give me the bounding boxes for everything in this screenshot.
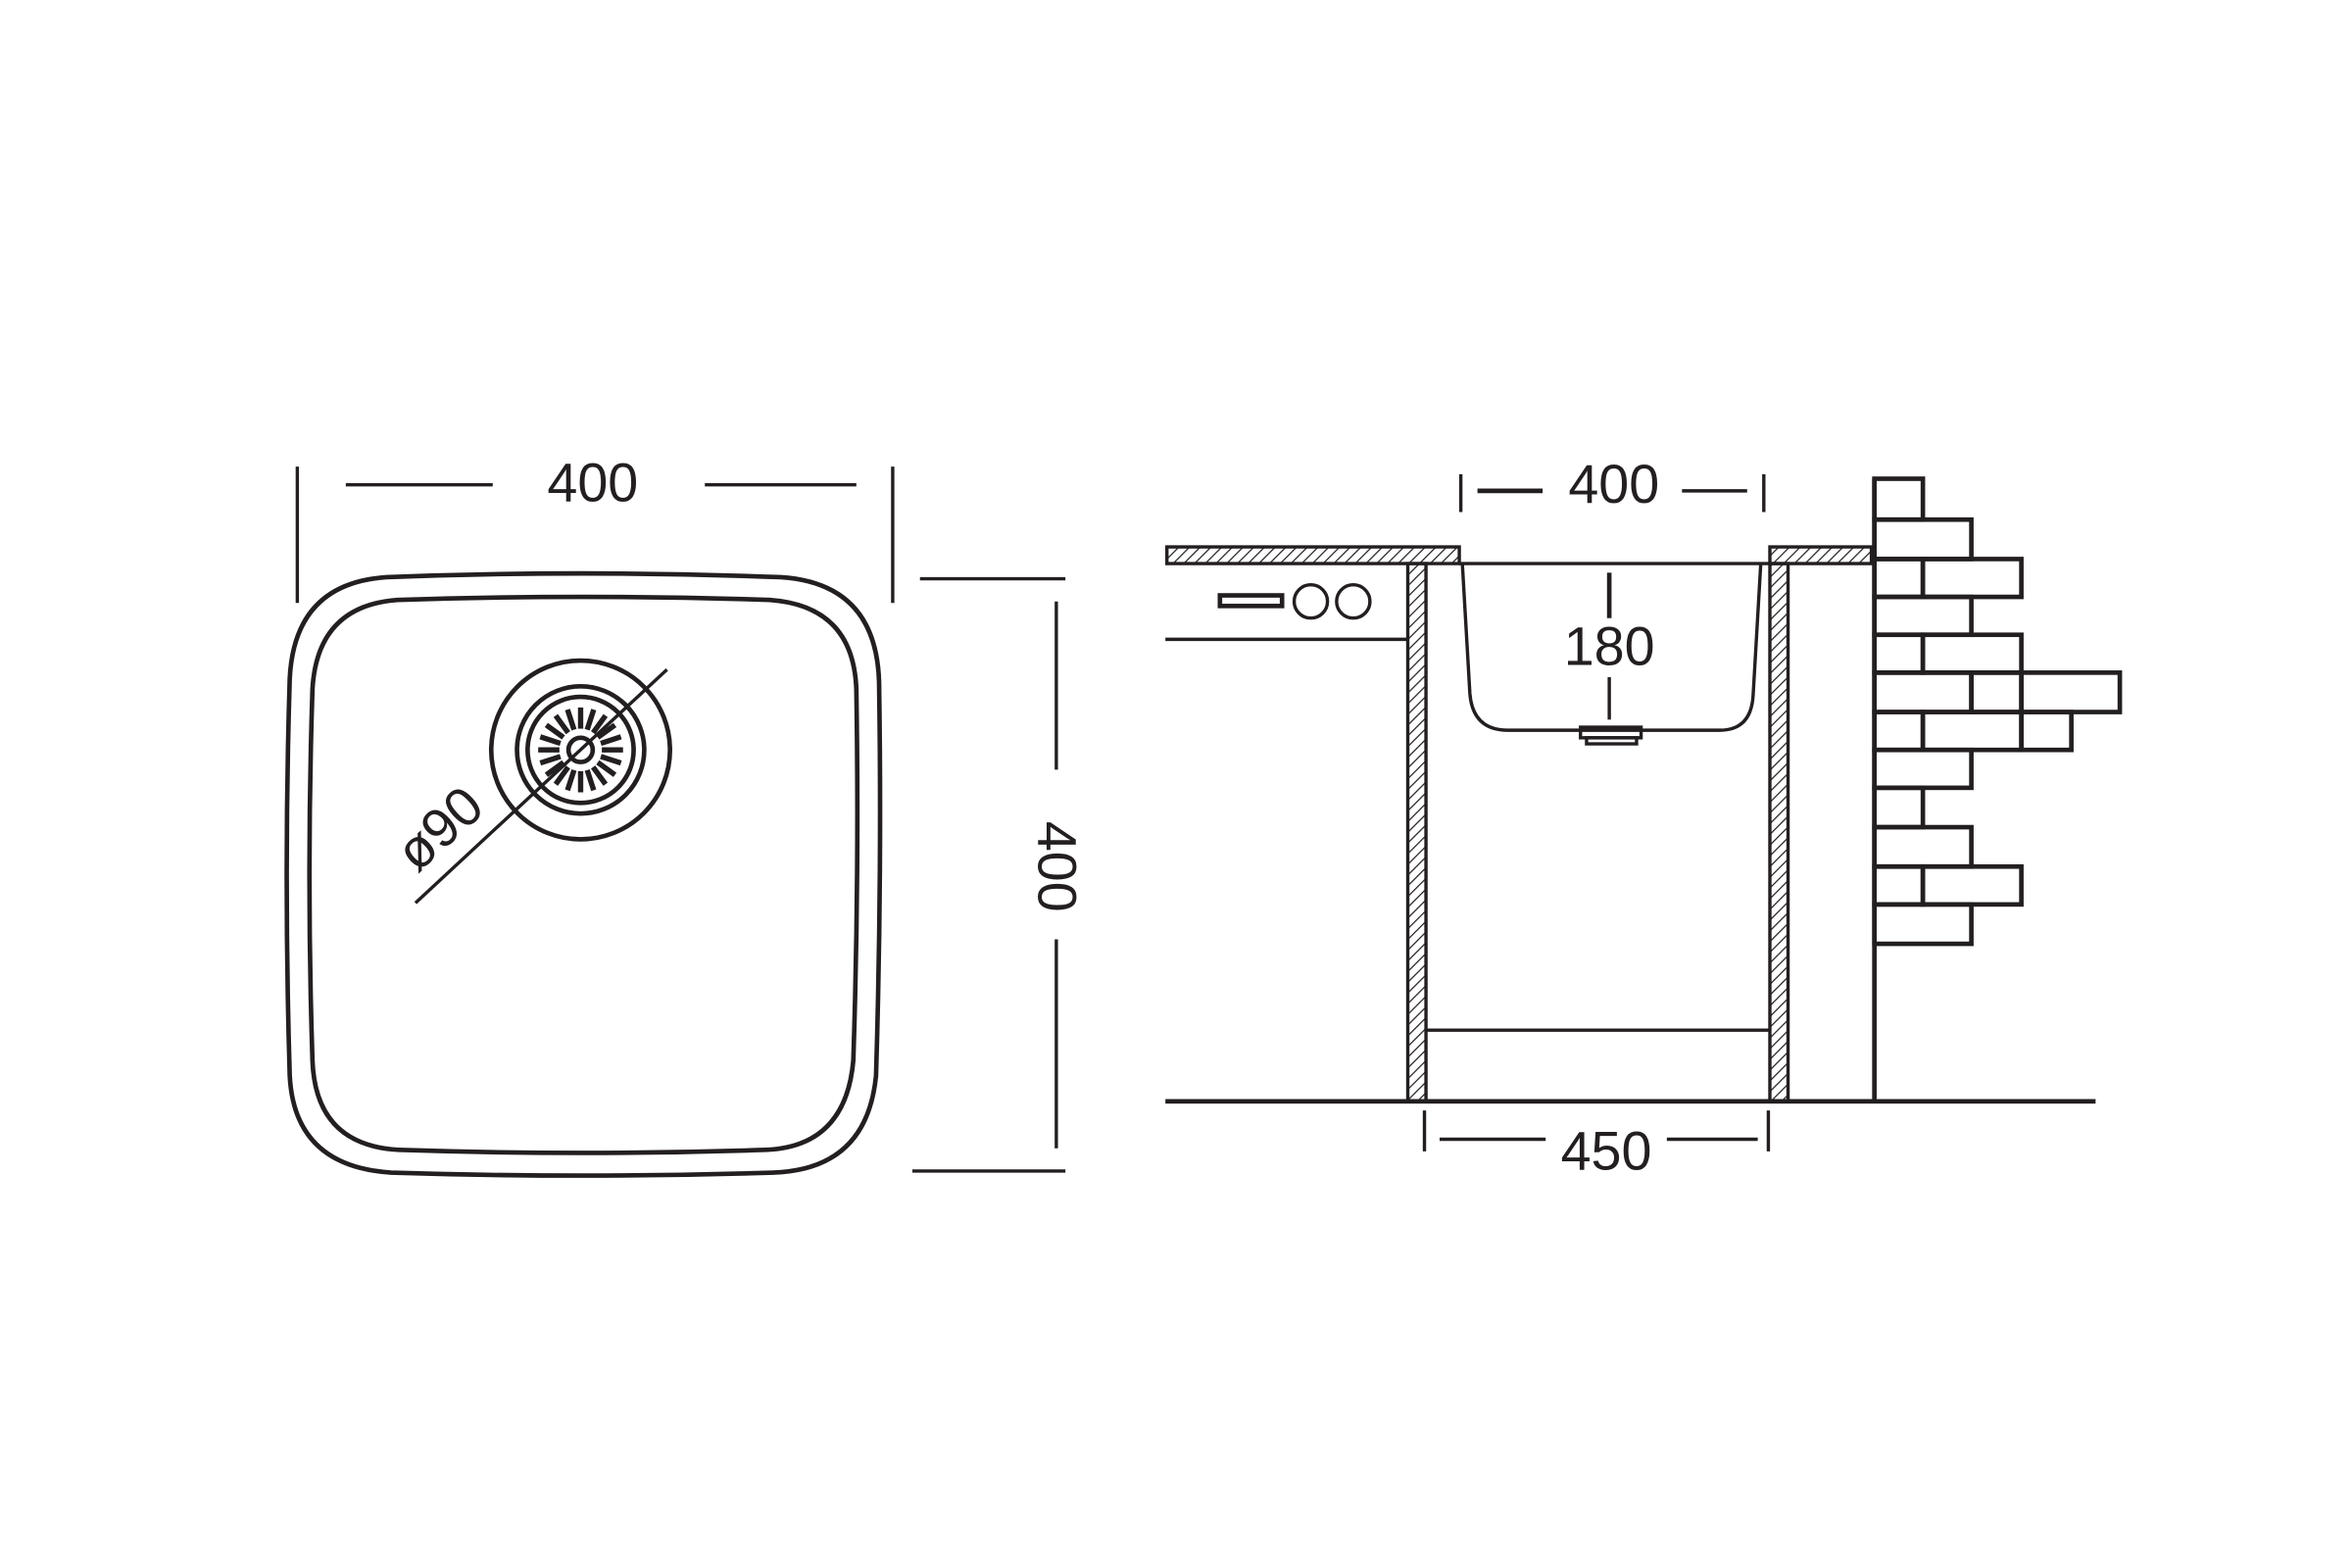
- brick: [2019, 710, 2074, 753]
- brick: [1872, 710, 1926, 753]
- cabinet-width-dimension: 450: [1422, 1110, 1771, 1181]
- strainer-slot: [544, 722, 565, 740]
- strainer-slot: [600, 734, 622, 747]
- knob-icon: [1292, 583, 1330, 620]
- cabinet-width-label: 450: [1561, 1120, 1652, 1181]
- brick: [1872, 863, 1926, 907]
- drain-diameter-label: ø90: [384, 774, 495, 882]
- strainer-slot: [553, 765, 570, 786]
- width-dimension: 400: [295, 453, 895, 604]
- brick: [1920, 557, 2024, 600]
- countertop-left: [1165, 545, 1461, 565]
- brick: [1872, 902, 1974, 947]
- brick: [1872, 747, 1974, 791]
- strainer-slot: [539, 754, 562, 766]
- depth-dimension: 400: [912, 576, 1087, 1173]
- drain-diameter-line: [414, 668, 668, 905]
- brick: [1872, 824, 1974, 869]
- strainer-slot: [590, 713, 609, 735]
- sink-width-dimension: 400: [1458, 454, 1766, 514]
- strainer-slot: [584, 709, 597, 731]
- knob-icon: [1335, 583, 1372, 620]
- brick: [2019, 670, 2123, 714]
- sink-depth-dimension: 180: [1564, 572, 1655, 720]
- width-label: 400: [547, 453, 638, 514]
- brick: [1872, 670, 1974, 714]
- brick: [1872, 516, 1974, 562]
- brick: [1920, 632, 2024, 675]
- brick: [1872, 476, 1926, 522]
- strainer-slot: [596, 760, 617, 777]
- strainer-slot: [539, 734, 562, 747]
- drain-strainer: [488, 658, 672, 842]
- brick: [1969, 670, 2024, 714]
- strainer-slot: [584, 768, 597, 792]
- strainer-slot: [544, 760, 565, 777]
- brick: [1872, 594, 1974, 638]
- strainer-slot: [553, 713, 570, 735]
- strainer-slot: [590, 765, 609, 786]
- side-view: 400 180 450: [1165, 454, 2123, 1181]
- sink-outer-rim: [284, 570, 883, 1178]
- countertop-right: [1768, 545, 1874, 565]
- strainer-slot: [596, 722, 617, 740]
- brick: [1872, 632, 1926, 675]
- cabinet-wall-right: [1768, 562, 1790, 1103]
- strainer-slot: [564, 709, 577, 731]
- sink-inner-bowl: [307, 594, 860, 1155]
- sink-bowl-profile: [1460, 563, 1763, 732]
- brick: [1872, 557, 1926, 600]
- top-view: ø90 400 400: [284, 453, 1087, 1178]
- brick: [1920, 710, 2024, 753]
- cabinet-wall-left: [1405, 562, 1428, 1103]
- depth-label: 400: [1026, 821, 1087, 912]
- sink-depth-label: 180: [1564, 616, 1655, 677]
- strainer-slot: [600, 754, 622, 766]
- sink-width-label: 400: [1568, 454, 1659, 514]
- brick: [1872, 785, 1926, 830]
- brick-wall: [1872, 476, 2123, 1102]
- strainer-slot: [564, 768, 577, 792]
- brick: [1920, 863, 2024, 907]
- drawer-handle: [1217, 593, 1285, 609]
